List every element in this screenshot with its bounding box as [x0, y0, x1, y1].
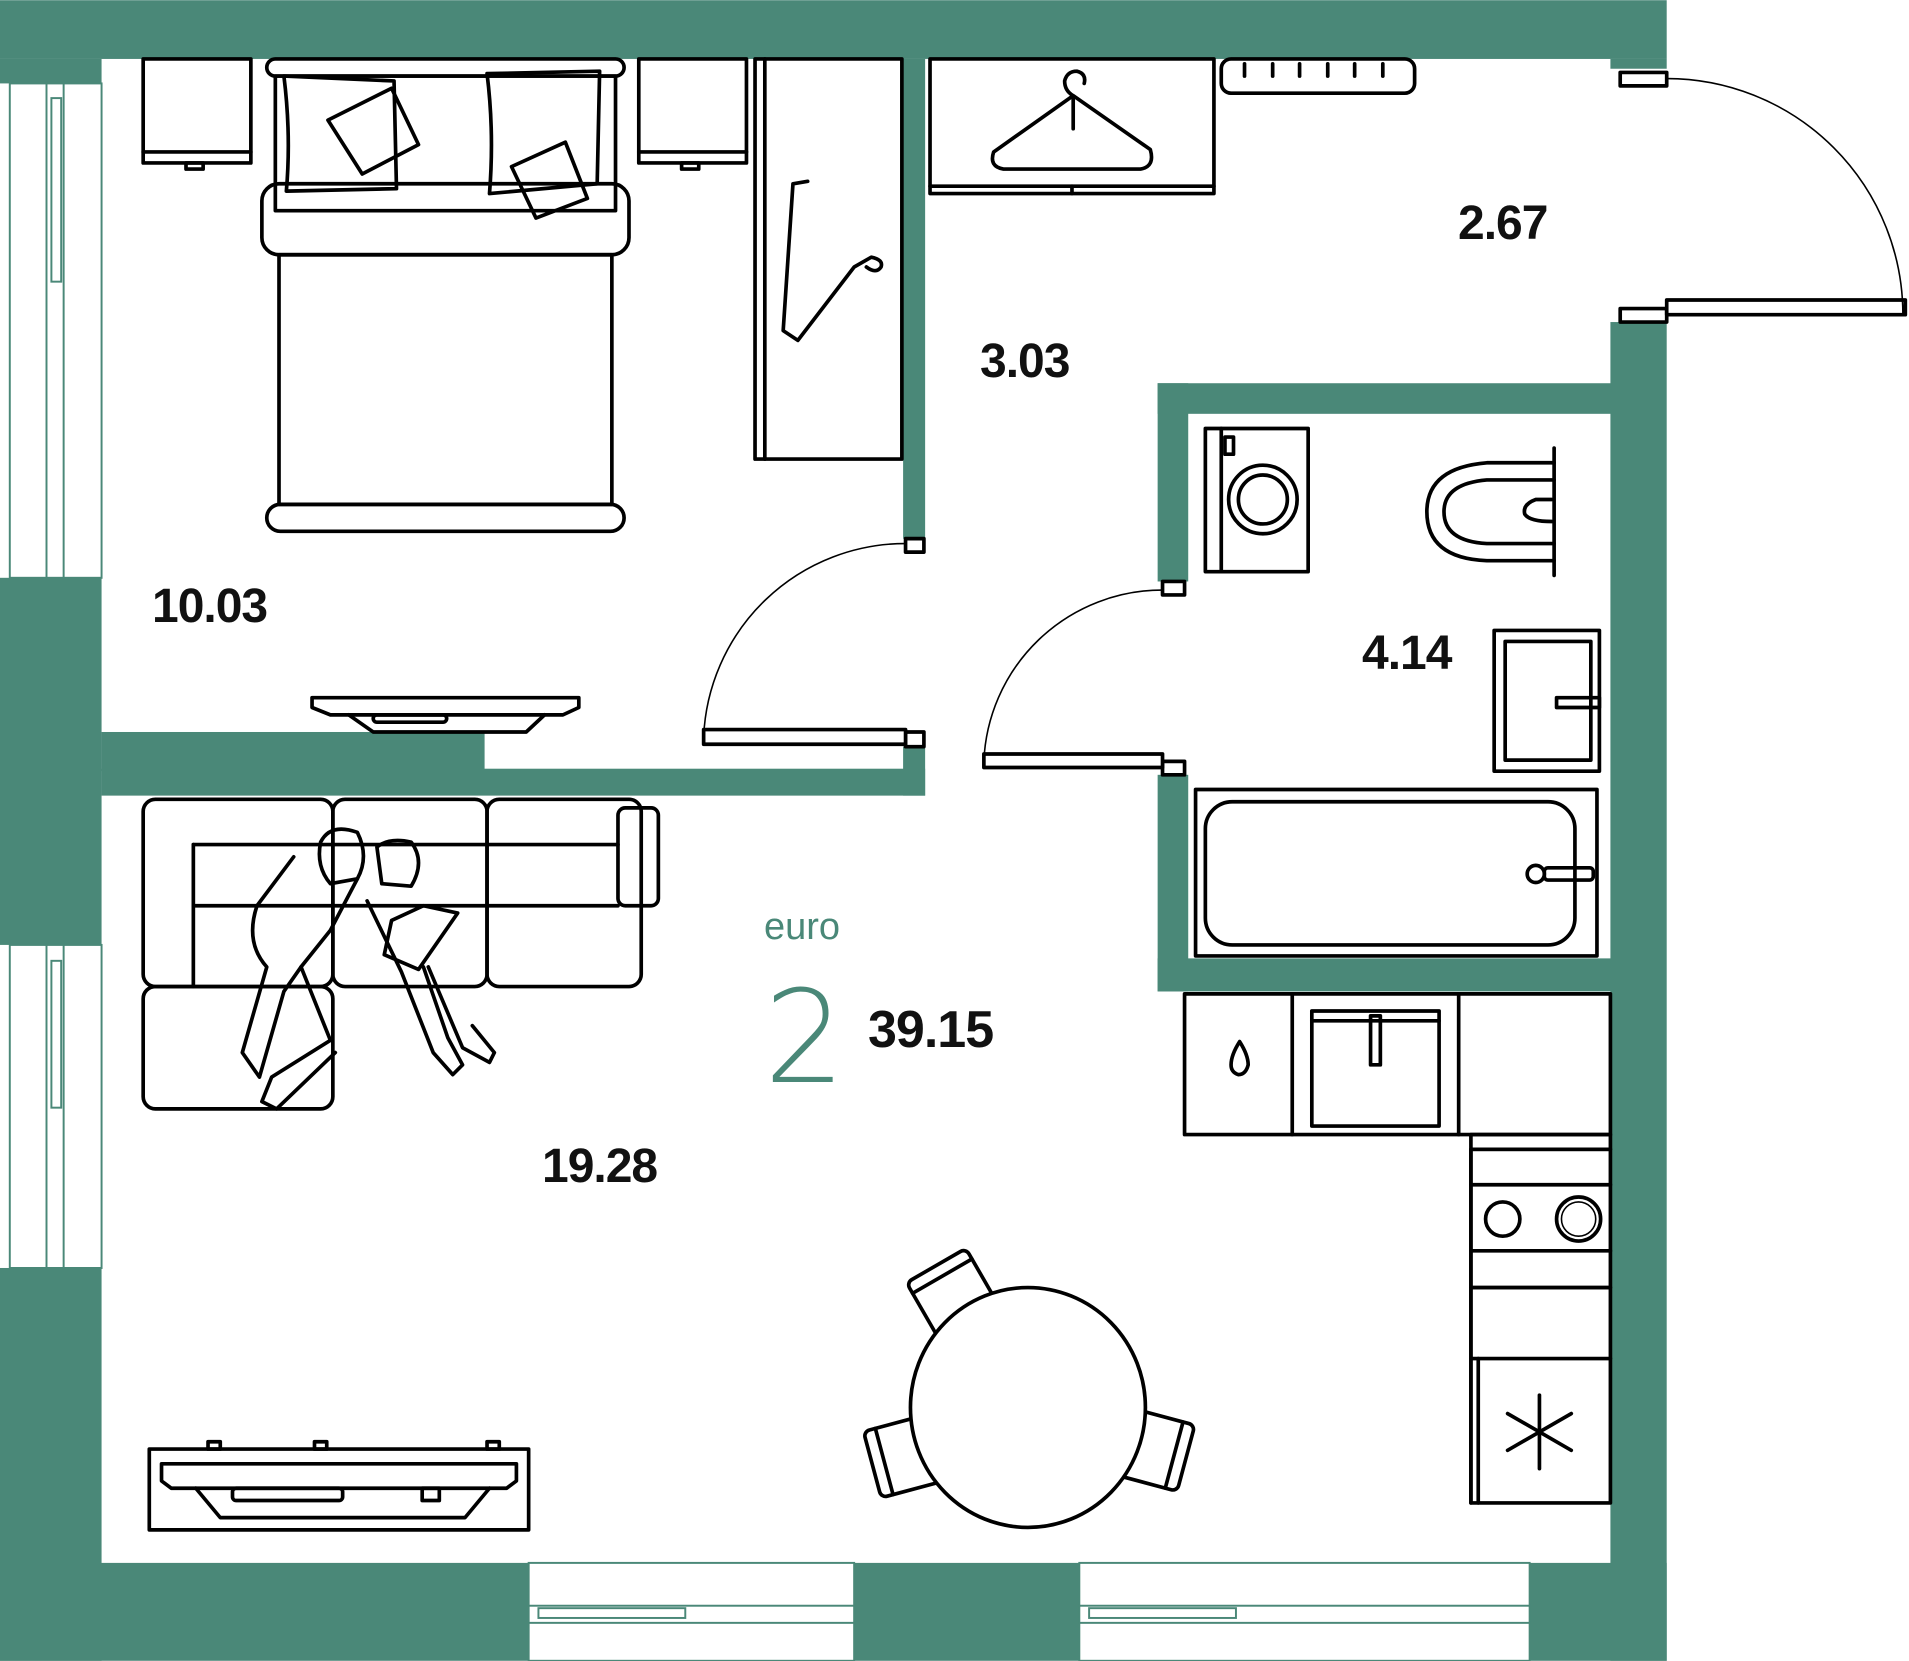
wardrobe-corridor — [928, 57, 1216, 196]
sink-bathroom — [1492, 628, 1602, 773]
room-area-bedroom: 10.03 — [152, 580, 268, 633]
shoe-rack — [1219, 57, 1417, 96]
bathtub — [1193, 787, 1599, 958]
apartment-type-label: euro — [764, 906, 841, 948]
walls — [0, 0, 1667, 1661]
room-area-bathroom: 4.14 — [1362, 627, 1452, 680]
room-area-wardrobe-corridor: 3.03 — [980, 335, 1070, 388]
nightstand-right — [636, 57, 749, 171]
bedroom-door[interactable] — [701, 536, 926, 749]
double-bed — [260, 57, 631, 534]
tv-stand — [147, 1439, 531, 1532]
room-area-living-kitchen: 19.28 — [542, 1140, 658, 1193]
wardrobe-bedroom — [753, 57, 904, 461]
total-area: 39.15 — [868, 1001, 994, 1059]
room-area-entrance-hall: 2.67 — [1458, 197, 1548, 250]
window-bottom-right — [1078, 1561, 1531, 1661]
window-bottom-left — [527, 1561, 856, 1661]
sofa — [141, 797, 661, 1111]
desk-bedroom — [310, 695, 581, 734]
stove — [1469, 1147, 1613, 1290]
nightstand-left — [141, 57, 253, 171]
rooms-count: 2 — [764, 964, 846, 1113]
snowflake-icon — [1505, 1393, 1574, 1471]
washing-machine — [1203, 426, 1310, 574]
entrance-door[interactable] — [1618, 70, 1908, 324]
dining-table — [863, 1248, 1196, 1530]
window-left-bottom — [8, 943, 103, 1269]
toilet — [1425, 446, 1556, 578]
fridge — [1469, 1285, 1613, 1505]
window-left-top — [8, 82, 103, 579]
bathroom-door[interactable] — [982, 579, 1187, 777]
people-on-sofa — [240, 827, 497, 1111]
